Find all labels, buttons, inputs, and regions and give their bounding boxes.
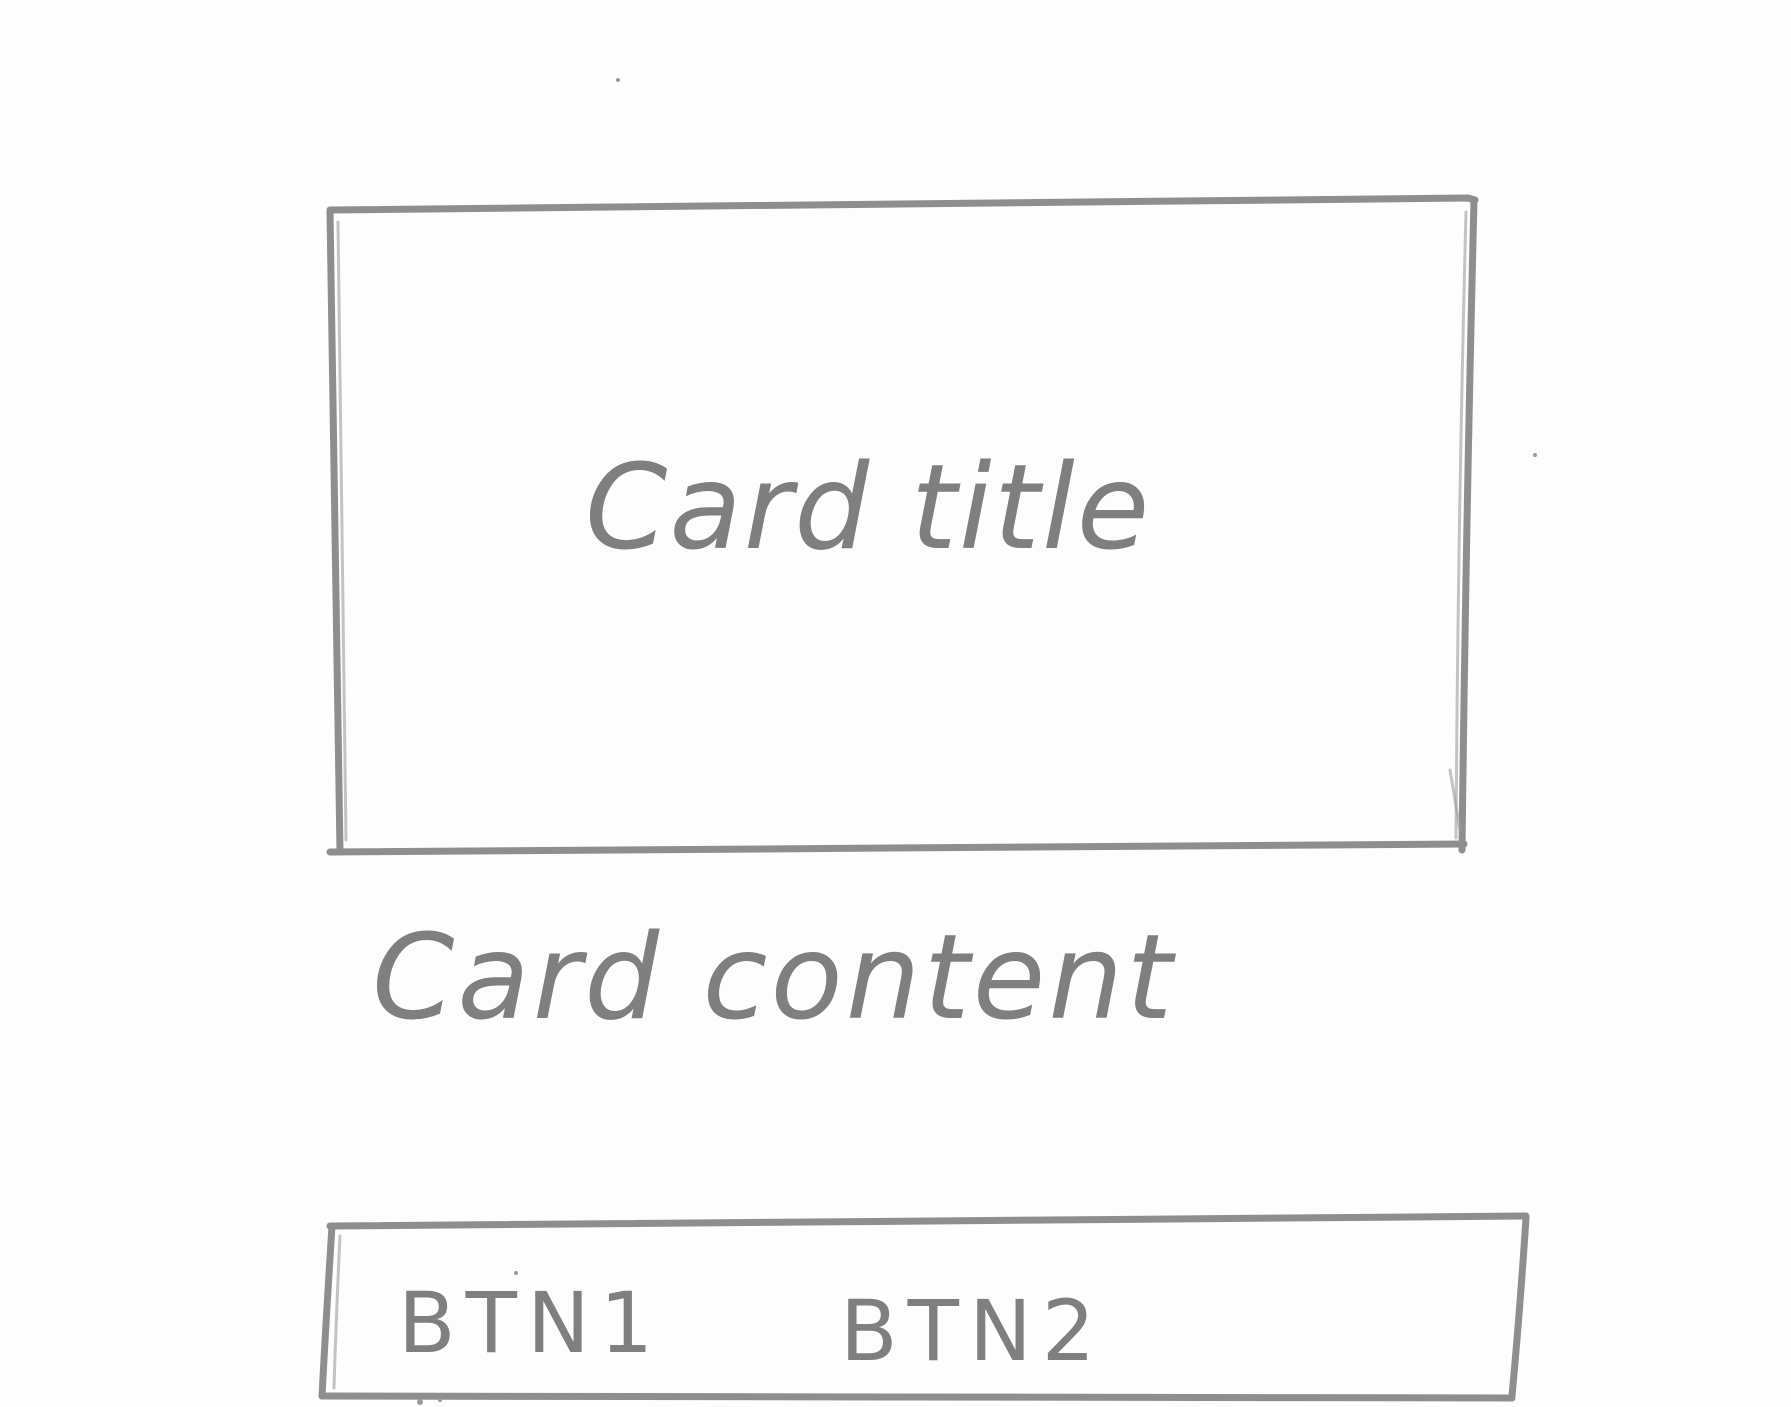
- card-content: Card content: [372, 908, 1176, 1046]
- paper-specks: [417, 78, 1537, 1405]
- btn2-button[interactable]: BTN2: [840, 1282, 1105, 1380]
- card-title: Card title: [585, 438, 1151, 576]
- card-header-frame: [326, 194, 1479, 856]
- card-actions-bar: [318, 1212, 1530, 1402]
- btn1-button[interactable]: BTN1: [398, 1274, 663, 1372]
